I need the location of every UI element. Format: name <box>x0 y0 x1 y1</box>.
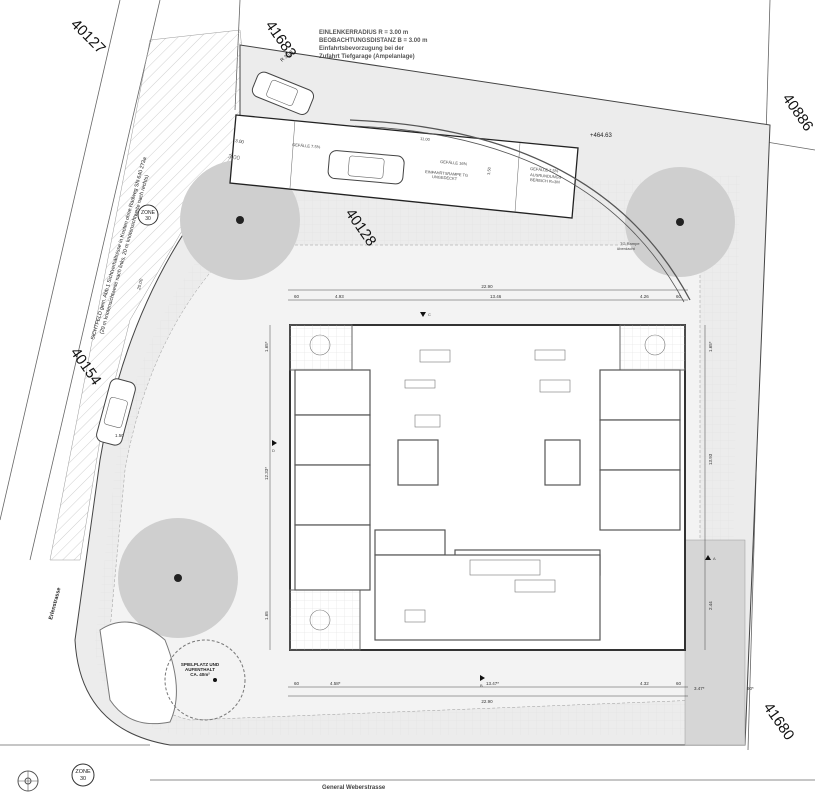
dim-bottom-seg: 60 <box>294 681 300 686</box>
dim-right: 2.44 <box>708 601 713 610</box>
traffic-note: EINLENKERRADIUS R = 3.00 m BEOBACHTUNGSD… <box>319 30 427 60</box>
sight-dim-1: 3.00 <box>235 138 245 145</box>
slope-main-label: GEFÄLLE 16% <box>440 159 468 166</box>
sight-dim-2: 3.00 <box>228 154 241 162</box>
playground-label-2: AUFENTHALT <box>185 667 215 672</box>
dim-bottom-seg: 60 <box>676 681 682 686</box>
ramp-covered-label-1: TG Rampe <box>620 241 640 246</box>
playground: SPIELPLATZ UND AUFENTHALT CA. 40m² <box>99 621 246 725</box>
zone-30-sign: ZONE 30 <box>137 204 159 226</box>
ramp-covered-label-2: überdacht <box>617 246 636 251</box>
dim-bottom-seg: 4.58* <box>330 681 341 686</box>
parcel-number: 40886 <box>779 91 815 135</box>
svg-text:A: A <box>713 556 716 561</box>
parking-area <box>684 539 746 746</box>
svg-text:D: D <box>272 448 275 453</box>
slope-right-label: GEFÄLLE 7.5% <box>530 166 559 173</box>
dim-top-seg: 4.26 <box>640 294 649 299</box>
dim-right: 1.65* <box>708 341 713 352</box>
parcel-number: 40127 <box>67 16 109 58</box>
svg-text:30: 30 <box>80 776 86 782</box>
rounding-label-2: BEREICH R=3M <box>530 177 560 185</box>
section-marker: B <box>480 675 485 688</box>
dim-top-total: 22.90 <box>481 284 493 289</box>
dim-left: 12.33* <box>264 467 269 480</box>
svg-text:B: B <box>480 683 483 688</box>
dim-bottom-seg: 13.47* <box>486 681 499 686</box>
ramp-label-2: UNGEDECKT <box>432 174 458 181</box>
parcel-number: 41680 <box>760 700 798 744</box>
dim-top-seg: 60 <box>676 294 682 299</box>
building <box>289 324 686 651</box>
tree <box>118 518 238 638</box>
ramp-width-label: 3.50 <box>486 166 492 175</box>
svg-text:Zufahrt Tiefgarage (Ampelanlag: Zufahrt Tiefgarage (Ampelanlage) <box>319 54 415 60</box>
zone-30-sign: ZONE 30 <box>71 763 95 787</box>
svg-text:EINLENKERRADIUS R = 3.00 m: EINLENKERRADIUS R = 3.00 m <box>319 30 408 36</box>
ramp-length-label: 11.00 <box>420 136 431 142</box>
svg-text:BEOBACHTUNGSDISTANZ B = 3.00 m: BEOBACHTUNGSDISTANZ B = 3.00 m <box>319 38 427 44</box>
playground-label-1: SPIELPLATZ UND <box>181 662 220 667</box>
playground-label-3: CA. 40m² <box>190 672 210 677</box>
svg-text:ZONE: ZONE <box>141 210 156 216</box>
elevation-main: +464.63 <box>590 133 613 139</box>
dim-bottom-seg: 4.32 <box>640 681 649 686</box>
section-marker: A <box>705 555 716 561</box>
dim-left: 1.65 <box>264 611 269 620</box>
ramp-label-1: EINFAHRTSRAMPE TG <box>425 169 468 178</box>
car <box>96 378 136 446</box>
parking-edge: 90* <box>747 686 754 691</box>
svg-text:ZONE: ZONE <box>75 769 91 775</box>
dim-top-seg: 13.46 <box>490 294 502 299</box>
dim-top-seg: 4.93 <box>335 294 344 299</box>
dim-top-seg: 60 <box>294 294 300 299</box>
street-name-left: Erlenstrasse <box>48 587 62 620</box>
slope-left-label: GEFÄLLE 7.5% <box>292 142 321 149</box>
dim-bottom-total: 22.90 <box>481 699 493 704</box>
section-marker: C <box>420 312 431 317</box>
svg-text:Einfahrtsbevorzugung bei der: Einfahrtsbevorzugung bei der <box>319 46 405 52</box>
parking-width: 3.47* <box>694 686 705 691</box>
car <box>327 150 405 185</box>
car <box>251 71 315 115</box>
tree <box>180 160 300 280</box>
north-arrow-icon <box>17 770 39 792</box>
rounding-label-1: AUSRUNDUNGS- <box>530 172 564 180</box>
offset-dim: 1.50 <box>115 433 124 438</box>
building-dimensions <box>269 289 706 697</box>
dim-right: 13.93 <box>708 453 713 465</box>
sight-length: 20.00 <box>136 278 144 291</box>
tree <box>625 167 735 277</box>
dim-left: 1.65* <box>264 341 269 352</box>
street-name-bottom: General Weberstrasse <box>322 785 386 791</box>
svg-text:C: C <box>428 312 431 317</box>
svg-text:30: 30 <box>145 216 151 222</box>
section-marker: D <box>272 440 277 453</box>
